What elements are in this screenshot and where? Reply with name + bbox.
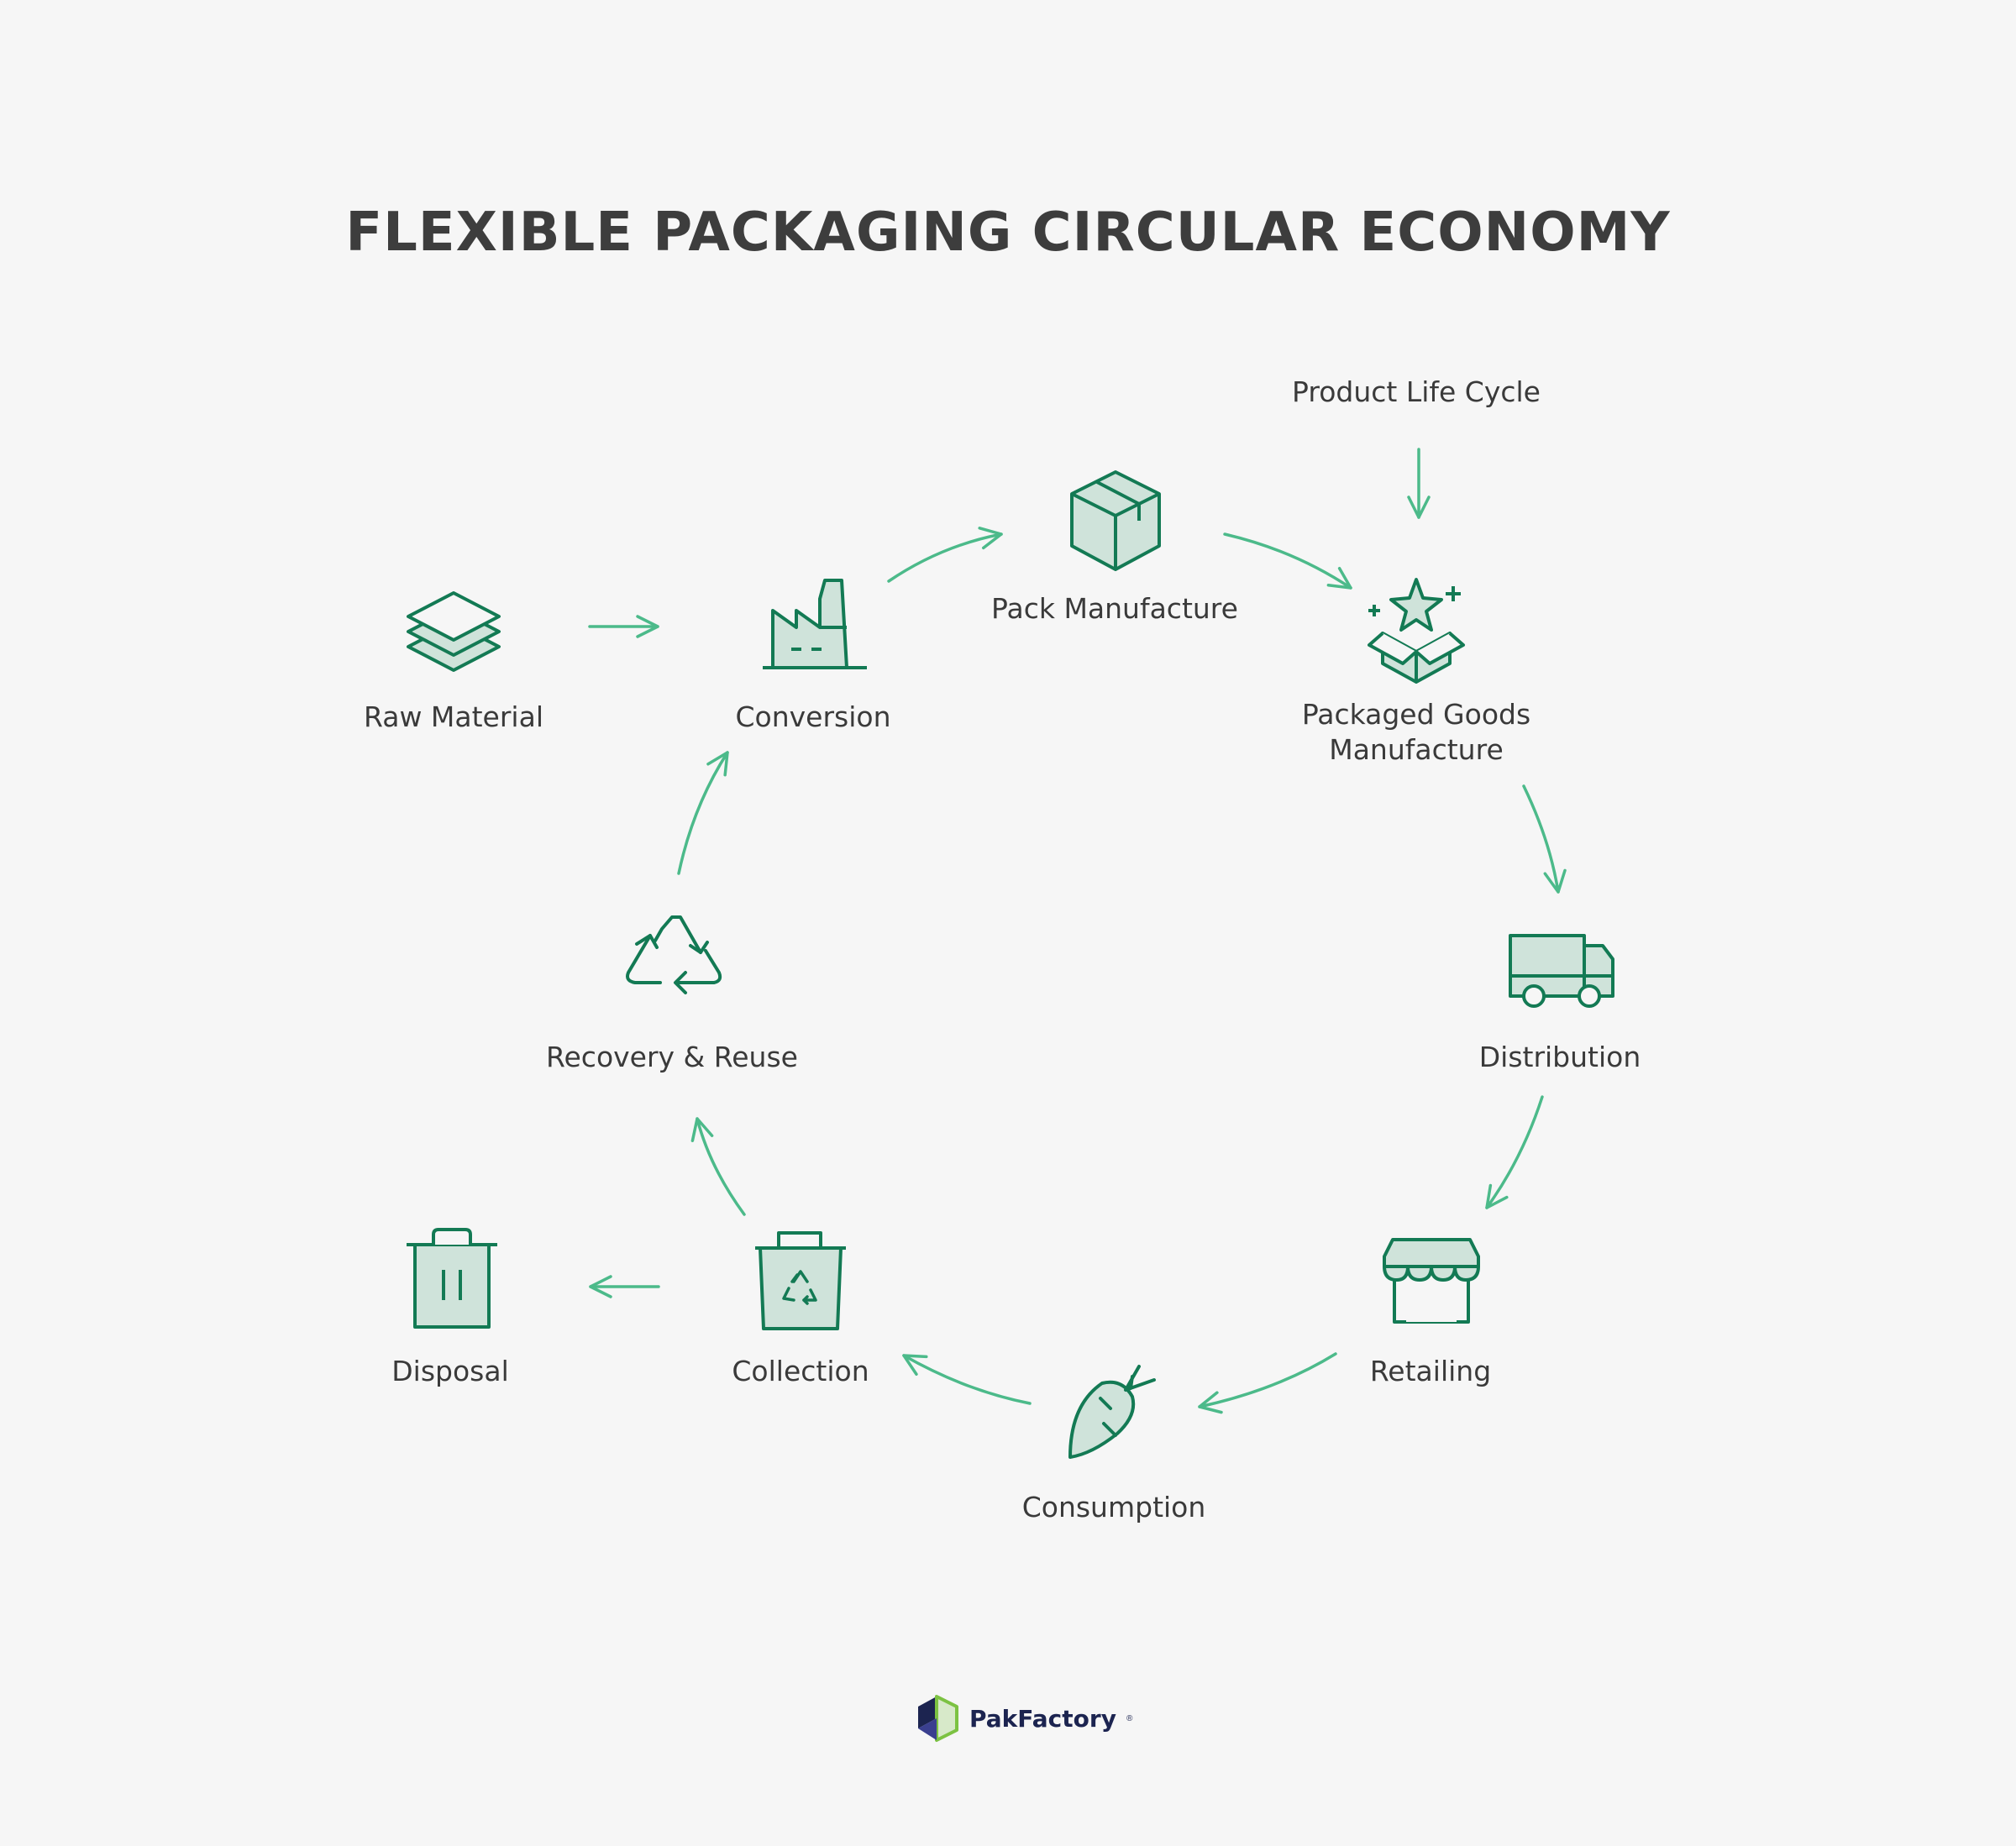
trash-bin-icon xyxy=(407,1228,497,1329)
node-label-raw-material: Raw Material xyxy=(364,700,543,733)
recycling-bin-icon xyxy=(755,1231,846,1330)
node-label-distribution: Distribution xyxy=(1478,1041,1641,1073)
brand-logo: PakFactory ® xyxy=(916,1695,1132,1742)
truck-icon xyxy=(1509,934,1614,1008)
node-label-collection: Collection xyxy=(732,1355,869,1387)
layers-icon xyxy=(407,591,501,672)
node-label-disposal: Disposal xyxy=(391,1355,509,1387)
arrow-recovery-to-conversion xyxy=(677,751,729,875)
arrow-packaged-goods-to-distribution xyxy=(1522,784,1567,894)
node-label-retailing: Retailing xyxy=(1369,1355,1492,1387)
product-life-cycle-label: Product Life Cycle xyxy=(1292,375,1541,408)
brand-name: PakFactory xyxy=(969,1704,1116,1733)
arrow-consumption-to-collection xyxy=(902,1354,1032,1405)
open-box-star-icon xyxy=(1368,578,1465,684)
pakfactory-cube-icon xyxy=(918,1695,958,1742)
recycle-icon xyxy=(626,915,722,994)
arrow-retailing-to-consumption xyxy=(1198,1352,1337,1414)
node-label-consumption: Consumption xyxy=(1021,1491,1206,1523)
node-label-packaged-goods-manufacture: Packaged Goods Manufacture xyxy=(1301,698,1531,766)
carrot-icon xyxy=(1068,1365,1156,1459)
arrow-collection-to-recovery xyxy=(690,1117,746,1216)
node-label-recovery-reuse: Recovery & Reuse xyxy=(546,1041,798,1073)
node-label-conversion: Conversion xyxy=(735,700,891,733)
arrow-pack-manufacture-to-packaged-goods xyxy=(1223,532,1352,590)
storefront-icon xyxy=(1383,1238,1480,1324)
brand-registered-mark: ® xyxy=(1126,1713,1133,1723)
diagram-title: FLEXIBLE PACKAGING CIRCULAR ECONOMY xyxy=(345,202,1671,264)
factory-icon xyxy=(763,579,867,669)
node-label-pack-manufacture: Pack Manufacture xyxy=(991,592,1238,625)
arrow-conversion-to-pack-manufacture xyxy=(887,527,1003,583)
box-icon xyxy=(1070,470,1161,571)
arrow-distribution-to-retailing xyxy=(1485,1095,1544,1209)
